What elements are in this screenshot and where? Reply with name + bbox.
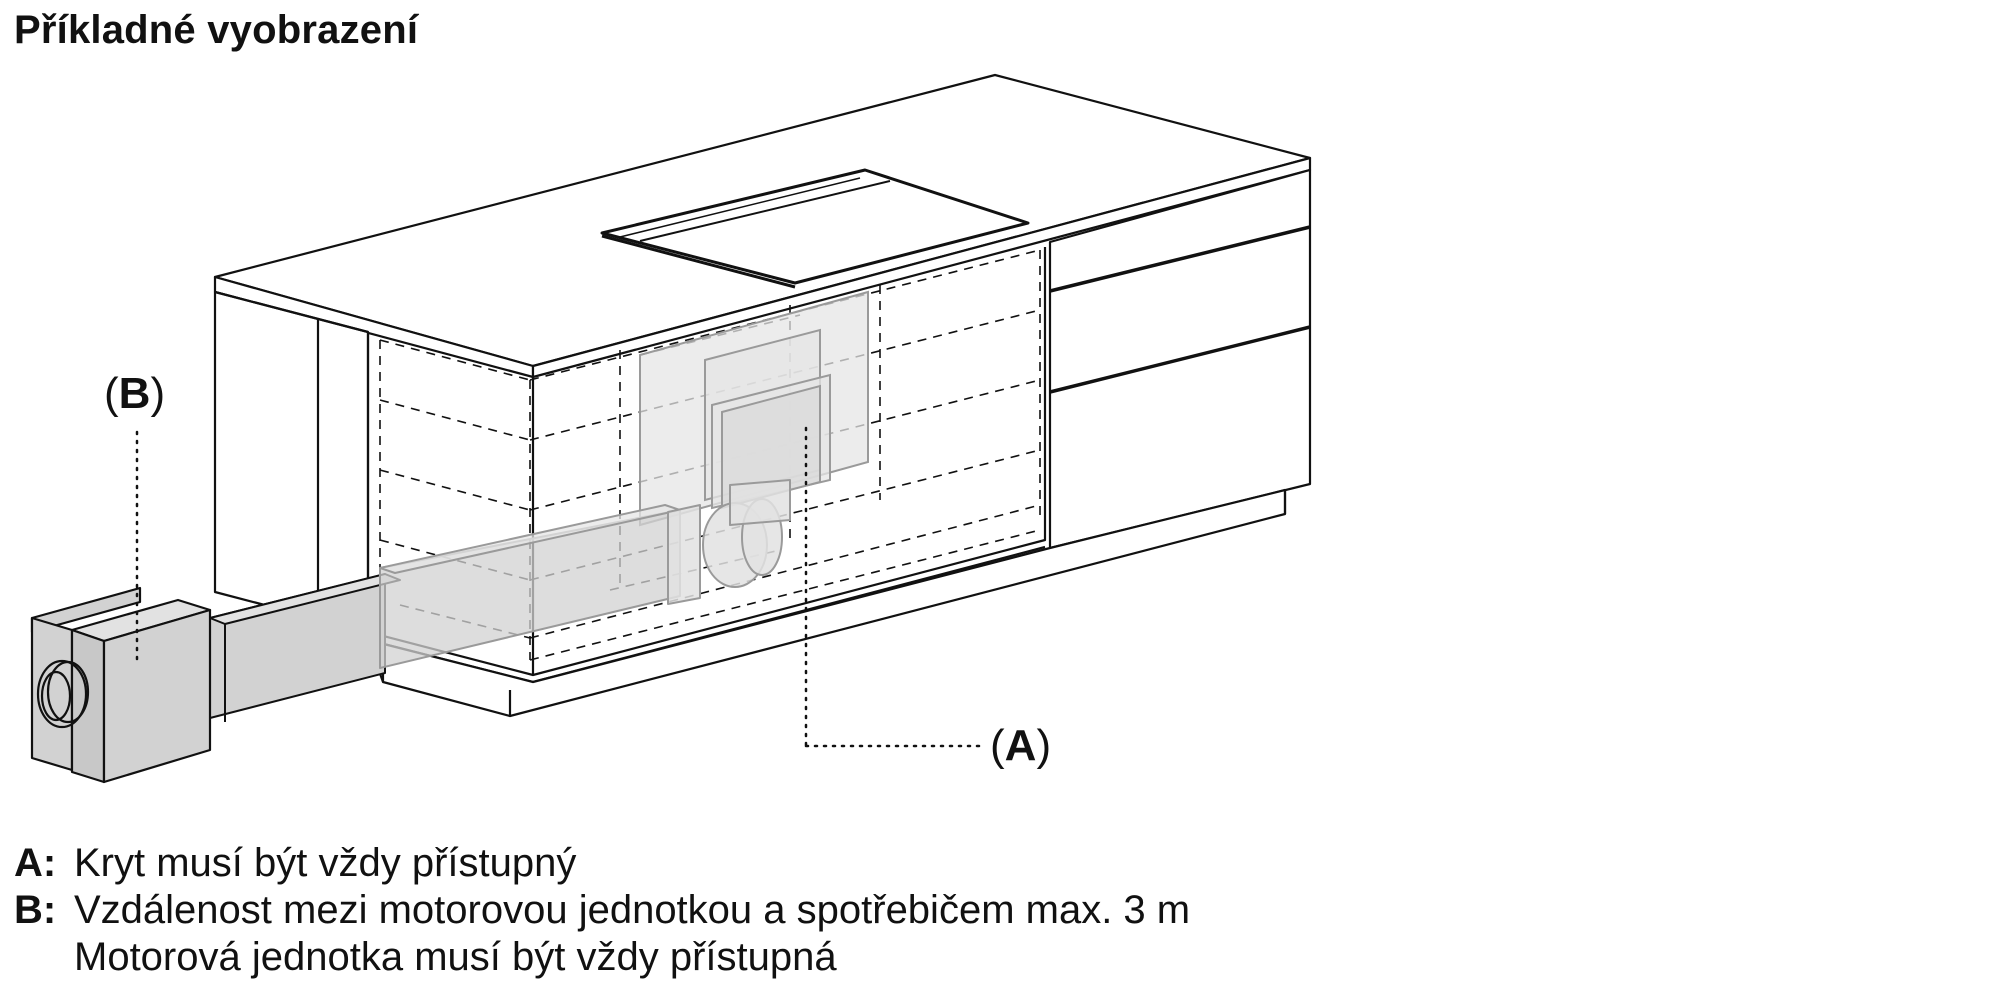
air-duct: [209, 479, 791, 722]
legend-text: Vzdálenost mezi motorovou jednotkou a sp…: [74, 888, 1191, 932]
downdraft-housing: [639, 290, 869, 527]
legend-key: B:: [14, 888, 57, 932]
kitchen-island: [213, 73, 1312, 718]
legend-item-b: B: Vzdálenost mezi motorovou jednotkou a…: [14, 887, 1190, 981]
cooktop: [600, 168, 1030, 289]
legend-text: Kryt musí být vždy přístupný: [74, 841, 577, 885]
legend-item-a: A: Kryt musí být vždy přístupný: [14, 840, 1190, 887]
callout-leaders: [135, 426, 982, 748]
motor-unit: [30, 586, 212, 784]
motor-outlet-icon: [36, 659, 90, 729]
callout-a: (A): [990, 721, 1051, 770]
left-side-panel: [213, 290, 370, 634]
duct-elbow: [667, 479, 791, 605]
page-title: Příkladné vyobrazení: [14, 8, 419, 52]
legend-text: Motorová jednotka musí být vždy přístupn…: [74, 935, 837, 979]
legend: A: Kryt musí být vždy přístupný B: Vzdál…: [14, 840, 1190, 981]
callout-b: (B): [104, 369, 165, 418]
legend-key: A:: [14, 841, 57, 885]
